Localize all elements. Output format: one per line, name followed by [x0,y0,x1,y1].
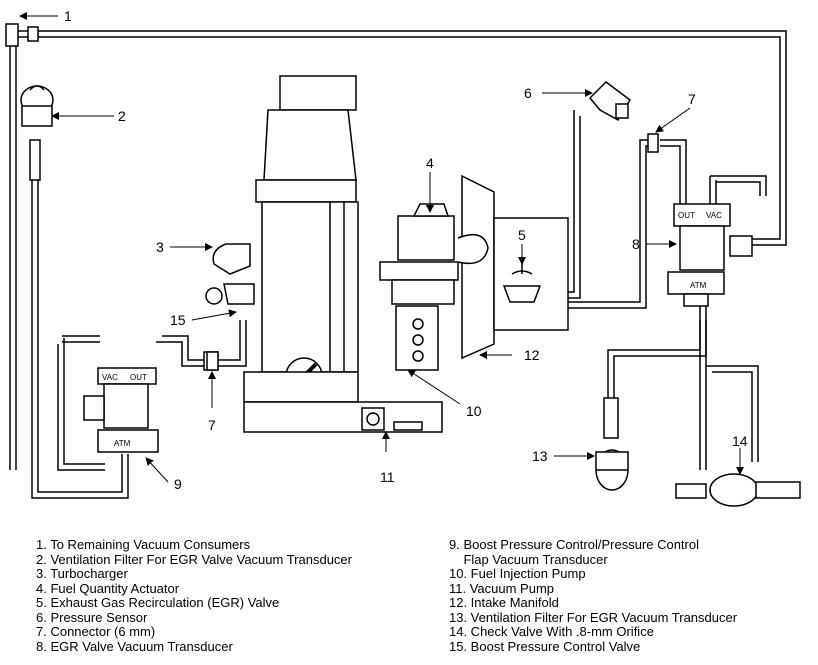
legend-item: 13. Ventilation Filter For EGR Vacuum Tr… [449,609,738,625]
legend-item: 8. EGR Valve Vacuum Transducer [36,638,233,654]
boost-pressure-transducer: VAC OUT ATM [83,367,159,453]
legend-right: 9. Boost Pressure Control/Pressure Contr… [449,537,738,654]
egr-valve [502,262,542,303]
check-valve [675,473,801,507]
legend-item: 12. Intake Manifold [449,595,559,610]
callout-12: 12 [524,347,540,363]
vacuum-hoses [5,23,787,499]
legend-item: Flap Vacuum Transducer [449,551,608,567]
callout-8: 8 [632,236,640,252]
transducer-9-vac-label: VAC [102,373,118,382]
fuel-injection-pump [379,174,569,371]
legend-item: 6. Pressure Sensor [36,609,148,625]
legend-item: 2. Ventilation Filter For EGR Valve Vacu… [36,551,352,567]
callout-2: 2 [118,108,126,124]
leader-lines [19,12,744,483]
ventilation-filter-egr [20,85,54,181]
legend-item: 15. Boost Pressure Control Valve [449,638,641,654]
callout-1: 1 [64,8,72,24]
legend-item: 4. Fuel Quantity Actuator [36,580,180,596]
connector-6mm [206,133,659,371]
callout-7-upper: 7 [688,91,696,107]
transducer-9-atm-label: ATM [114,439,131,448]
callouts: 1 2 3 4 5 6 7 7 8 9 10 11 12 13 14 15 [64,8,748,492]
callout-15: 15 [170,312,186,328]
transducer-8-atm-label: ATM [690,281,707,290]
legend-item: 7. Connector (6 mm) [36,624,156,639]
pressure-sensor [588,81,631,122]
turbocharger [203,75,443,433]
legend-item: 9. Boost Pressure Control/Pressure Contr… [449,537,699,552]
transducer-9-out-label: OUT [130,373,147,382]
legend-item: 1. To Remaining Vacuum Consumers [36,537,251,552]
legend-item: 14. Check Valve With .8-mm Orifice [449,624,654,639]
callout-14: 14 [732,433,748,449]
legend-item: 3. Turbocharger [36,566,128,581]
callout-4: 4 [426,155,434,171]
legend-item: 5. Exhaust Gas Recirculation (EGR) Valve [36,595,280,610]
legend-left: 1. To Remaining Vacuum Consumers 2. Vent… [36,537,352,654]
transducer-8-out-label: OUT [678,211,695,220]
callout-5: 5 [518,227,526,243]
vacuum-system-diagram: OUT VAC ATM VAC OUT ATM [5,8,801,507]
callout-13: 13 [532,448,548,464]
callout-7-lower: 7 [208,417,216,433]
callout-3: 3 [156,239,164,255]
ventilation-filter-egr-13 [595,397,629,491]
legend-item: 11. Vacuum Pump [449,580,555,596]
callout-9: 9 [174,476,182,492]
callout-6: 6 [524,85,532,101]
callout-10: 10 [466,403,482,419]
transducer-8-vac-label: VAC [706,211,722,220]
callout-11: 11 [380,469,395,485]
egr-valve-vacuum-transducer: OUT VAC ATM [667,203,753,307]
legend-item: 10. Fuel Injection Pump [449,566,586,581]
